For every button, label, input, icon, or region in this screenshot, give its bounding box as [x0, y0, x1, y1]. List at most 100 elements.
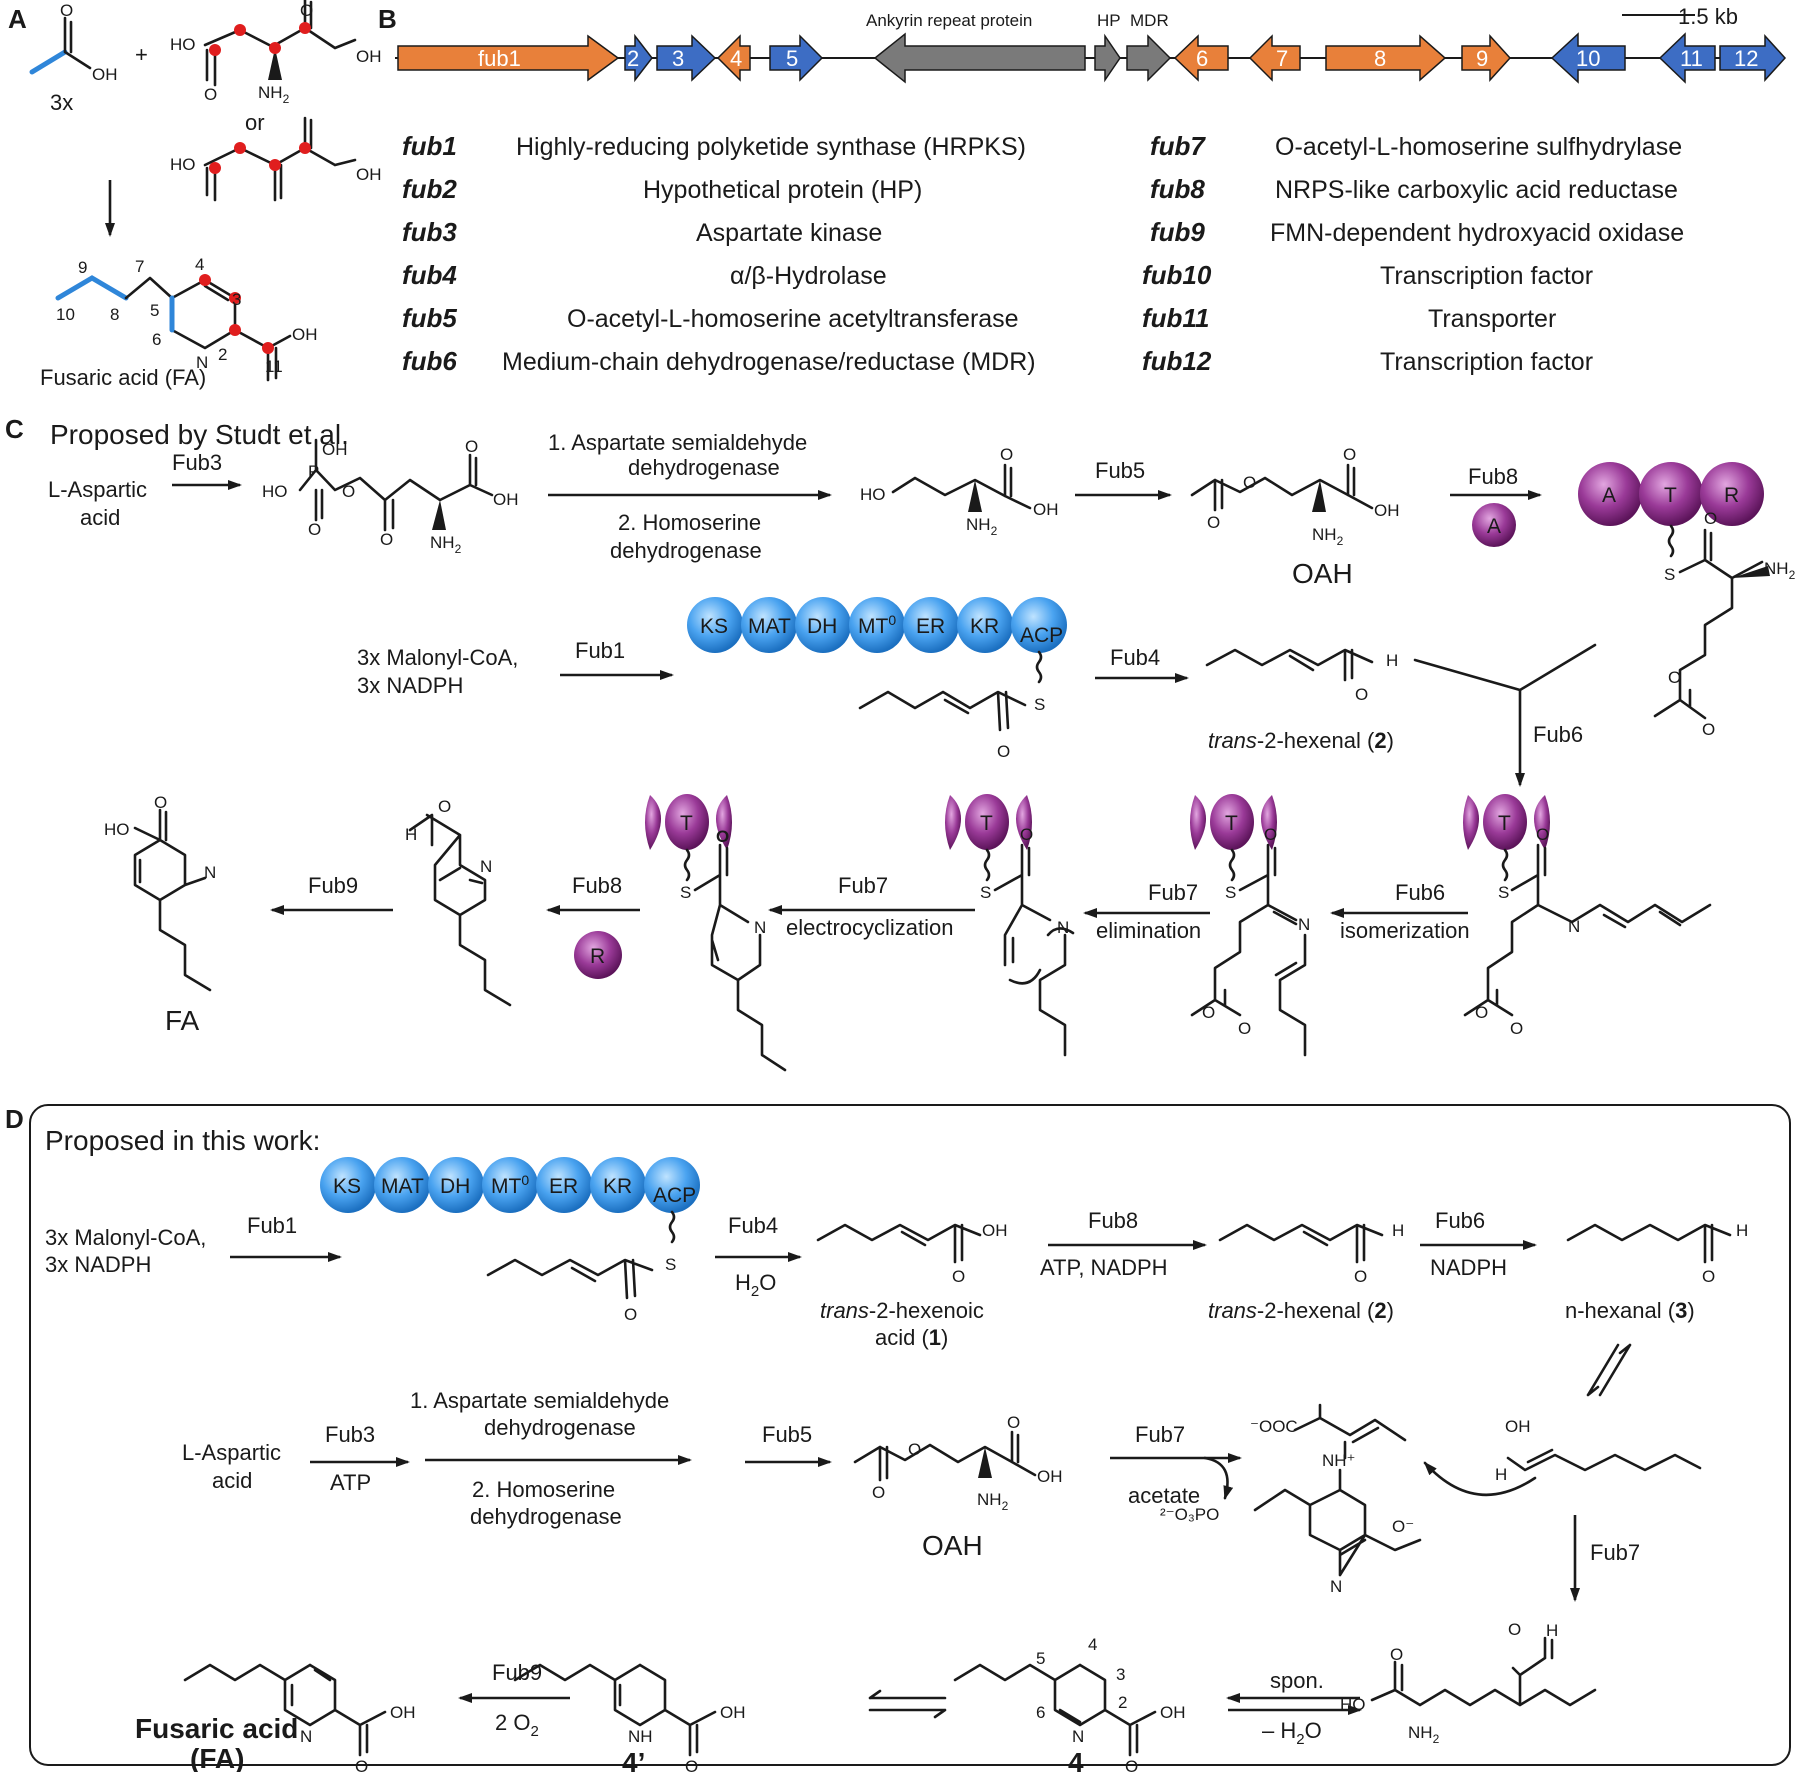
gene-id: fub5	[402, 303, 457, 333]
atom-o: O	[1207, 513, 1220, 532]
ring-number: 5	[1036, 1649, 1045, 1668]
c-t-module-1: T	[1463, 794, 1550, 850]
atom-s: S	[1498, 883, 1509, 902]
pks-ks	[687, 597, 743, 653]
gene-desc: α/β-Hydrolase	[730, 262, 887, 290]
pks-acp-label: ACP	[1020, 624, 1063, 647]
c-fub6: Fub6	[1533, 722, 1583, 747]
atom-o: O	[154, 793, 167, 812]
wedge-bond	[432, 500, 446, 530]
atom-ho: HO	[104, 820, 130, 839]
atom-o: O	[1007, 1413, 1020, 1432]
atom-oh: OH	[1033, 500, 1059, 519]
d-amino-aldehyde	[1370, 1636, 1597, 1707]
gene-table-right: fub7 O-acetyl-L-homoserine sulfhydrylase…	[1142, 131, 1684, 376]
atom-s: S	[1664, 565, 1675, 584]
c-t-module-4: T	[645, 794, 732, 850]
panel-c-title: Proposed by Studt et al.	[50, 419, 349, 450]
d-oah-label: OAH	[922, 1530, 983, 1561]
atom-nh2: NH2	[258, 83, 290, 106]
c-converge-lines	[1413, 643, 1597, 692]
atom-s: S	[1225, 883, 1236, 902]
d-acetate: acetate	[1128, 1483, 1200, 1508]
atom-o: O	[438, 797, 451, 816]
atom-s: S	[665, 1255, 676, 1274]
red-carbon	[299, 142, 311, 154]
atom-n: N	[196, 353, 208, 372]
atom-p: P	[308, 462, 319, 481]
pks-kr	[590, 1157, 646, 1213]
atom-n: N	[754, 918, 766, 937]
scale-bar-label: 1.5 kb	[1678, 4, 1738, 29]
gene-arrow-label: 10	[1576, 46, 1600, 71]
wavy-bond	[683, 848, 691, 882]
atom-n: N	[1298, 915, 1310, 934]
atom-o-2: O	[204, 85, 217, 104]
c-t-module-2: T	[1190, 794, 1277, 850]
gene-arrow-fub8	[1325, 34, 1447, 82]
panel-c-letter: C	[5, 414, 24, 444]
gene-id: fub9	[1150, 217, 1205, 247]
d-fa	[183, 1663, 387, 1757]
atom-n: N	[1330, 1577, 1342, 1596]
a-domain-label: A	[1487, 515, 1501, 538]
atom-number: 2	[218, 345, 227, 364]
d-dehyd2b: dehydrogenase	[470, 1504, 622, 1529]
atom-nh2: NH2	[977, 1490, 1009, 1513]
atom-number: 6	[152, 330, 161, 349]
gene-arrow-hp	[1094, 33, 1121, 83]
c-elim: elimination	[1096, 918, 1201, 943]
c-hexenoyl-acp	[858, 690, 1027, 732]
equilibrium-arrow-up	[1598, 1343, 1632, 1397]
atom-o: O	[1536, 825, 1549, 844]
pks-mt-label: MT0	[858, 612, 896, 638]
red-carbon	[209, 162, 221, 174]
atom-o: O	[997, 742, 1010, 761]
d-cmp4	[953, 1663, 1157, 1757]
fa-blue-chain	[55, 275, 129, 301]
hp-label: HP	[1097, 11, 1121, 30]
atom-ho: HO	[860, 485, 886, 504]
atom-number: 3	[232, 290, 241, 309]
gene-id: fub7	[1150, 131, 1206, 161]
c-aldehyde-dhp	[408, 813, 512, 1007]
gene-desc: Highly-reducing polyketide synthase (HRP…	[516, 133, 1026, 161]
panel-b: B Ankyrin repeat protein HP MDR 1.5 kb f…	[378, 4, 1787, 376]
gene-arrow-fub10	[1550, 32, 1626, 84]
c-fub9: Fub9	[308, 873, 358, 898]
atom-s: S	[1034, 695, 1045, 714]
gene-id: fub3	[402, 217, 457, 247]
c-fub7-elim: Fub7	[1148, 880, 1198, 905]
gene-desc: Aspartate kinase	[696, 219, 882, 247]
atom-o: O	[1000, 445, 1013, 464]
atom-number: 7	[135, 257, 144, 276]
atom-o: O	[1475, 1003, 1488, 1022]
gene-desc: Medium-chain dehydrogenase/reductase (MD…	[502, 348, 1036, 376]
gene-arrow-fub5	[769, 34, 824, 82]
pks-acp	[644, 1157, 700, 1213]
nrps-t-label: T	[1664, 484, 1677, 507]
c-dehyd1: 1. Aspartate semialdehyde	[548, 430, 807, 455]
gene-arrow-label: 7	[1276, 46, 1288, 71]
d-fub9: Fub9	[492, 1660, 542, 1685]
t-label: T	[980, 812, 993, 835]
atom-o-minus: O⁻	[1392, 1517, 1414, 1536]
gene-arrow-fub12	[1719, 34, 1787, 82]
r-domain-bubble	[574, 931, 622, 979]
gene-id: fub12	[1142, 346, 1212, 376]
d-dehyd1: 1. Aspartate semialdehyde	[410, 1388, 669, 1413]
panel-c: C Proposed by Studt et al. L-Aspartic ac…	[5, 414, 1796, 1072]
carrier-arm	[716, 795, 732, 850]
ring-number: 6	[1036, 1703, 1045, 1722]
d-dehyd1b: dehydrogenase	[484, 1415, 636, 1440]
atom-nh2: NH2	[430, 533, 462, 556]
atom-number: 4	[195, 255, 204, 274]
atom-number: 8	[110, 305, 119, 324]
red-carbon	[262, 342, 274, 354]
atom-number: 10	[56, 305, 75, 324]
pks-kr	[957, 597, 1013, 653]
d-atp: ATP	[330, 1470, 371, 1495]
gene-arrow-fub11	[1658, 32, 1716, 84]
gene-arrow-fub7	[1248, 34, 1301, 82]
carrier-arm	[1261, 795, 1277, 850]
